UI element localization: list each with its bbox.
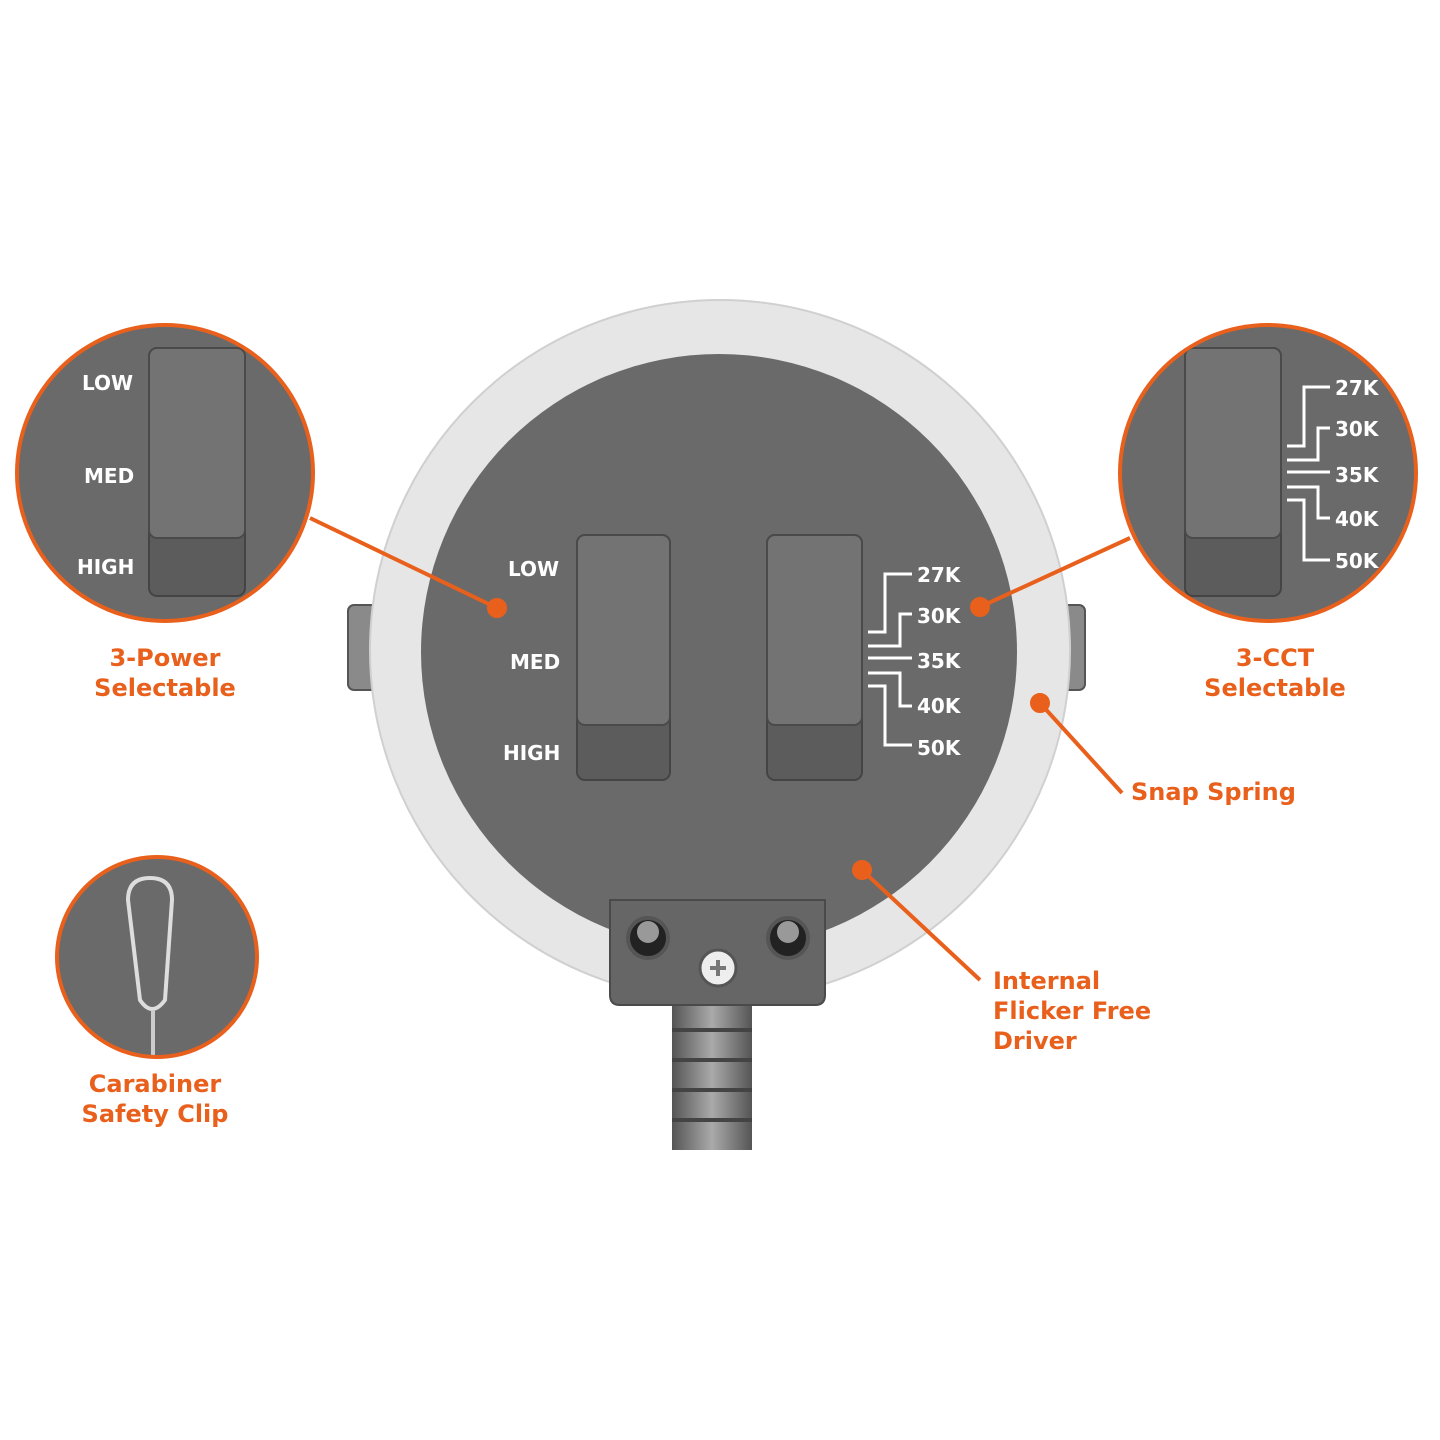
cct-label: 30K [917,604,962,628]
detail-label-high: HIGH [77,555,134,579]
callout-text: Safety Clip [81,1100,229,1128]
callout-power: 3-Power Selectable [60,643,270,703]
detail-label-med: MED [84,464,134,488]
callout-leaders [309,516,1131,982]
carabiner-icon [125,875,175,1011]
detail-label-low: LOW [82,371,133,395]
driver-housing [421,354,1017,950]
callout-text: Internal [993,967,1101,995]
power-label-low: LOW [508,557,559,581]
callout-cct: 3-CCT Selectable [1170,643,1380,703]
callout-text: Carabiner [88,1070,222,1098]
terminal-block [609,899,826,1006]
callout-text: Driver [993,1027,1077,1055]
callout-text: 3-CCT [1235,644,1315,672]
callout-text: 3-Power [109,644,221,672]
detail-cct-label: 27K [1335,376,1380,400]
carabiner-detail [55,855,259,1059]
callout-carabiner: Carabiner Safety Clip [50,1069,260,1129]
callout-text: Flicker Free [993,997,1152,1025]
power-label-high: HIGH [503,741,560,765]
cct-diagram-lines [868,572,912,747]
detail-cct-label: 40K [1335,507,1380,531]
cct-label: 35K [917,649,962,673]
cct-label: 27K [917,563,962,587]
flex-conduit [672,1000,752,1150]
cct-switch [766,534,863,781]
cct-label: 50K [917,736,962,760]
power-switch [576,534,671,781]
detail-cct-label: 35K [1335,463,1380,487]
cct-label: 40K [917,694,962,718]
detail-cct-label: 50K [1335,549,1380,573]
callout-snap-spring: Snap Spring [1131,778,1296,806]
power-switch-detail: LOW MED HIGH [15,323,315,623]
callout-text: Selectable [1204,674,1346,702]
callout-driver: Internal Flicker Free Driver [993,966,1151,1056]
power-label-med: MED [510,650,560,674]
callout-text: Selectable [94,674,236,702]
cct-switch-detail: 27K 30K 35K 40K 50K [1118,323,1418,623]
detail-cct-label: 30K [1335,417,1380,441]
